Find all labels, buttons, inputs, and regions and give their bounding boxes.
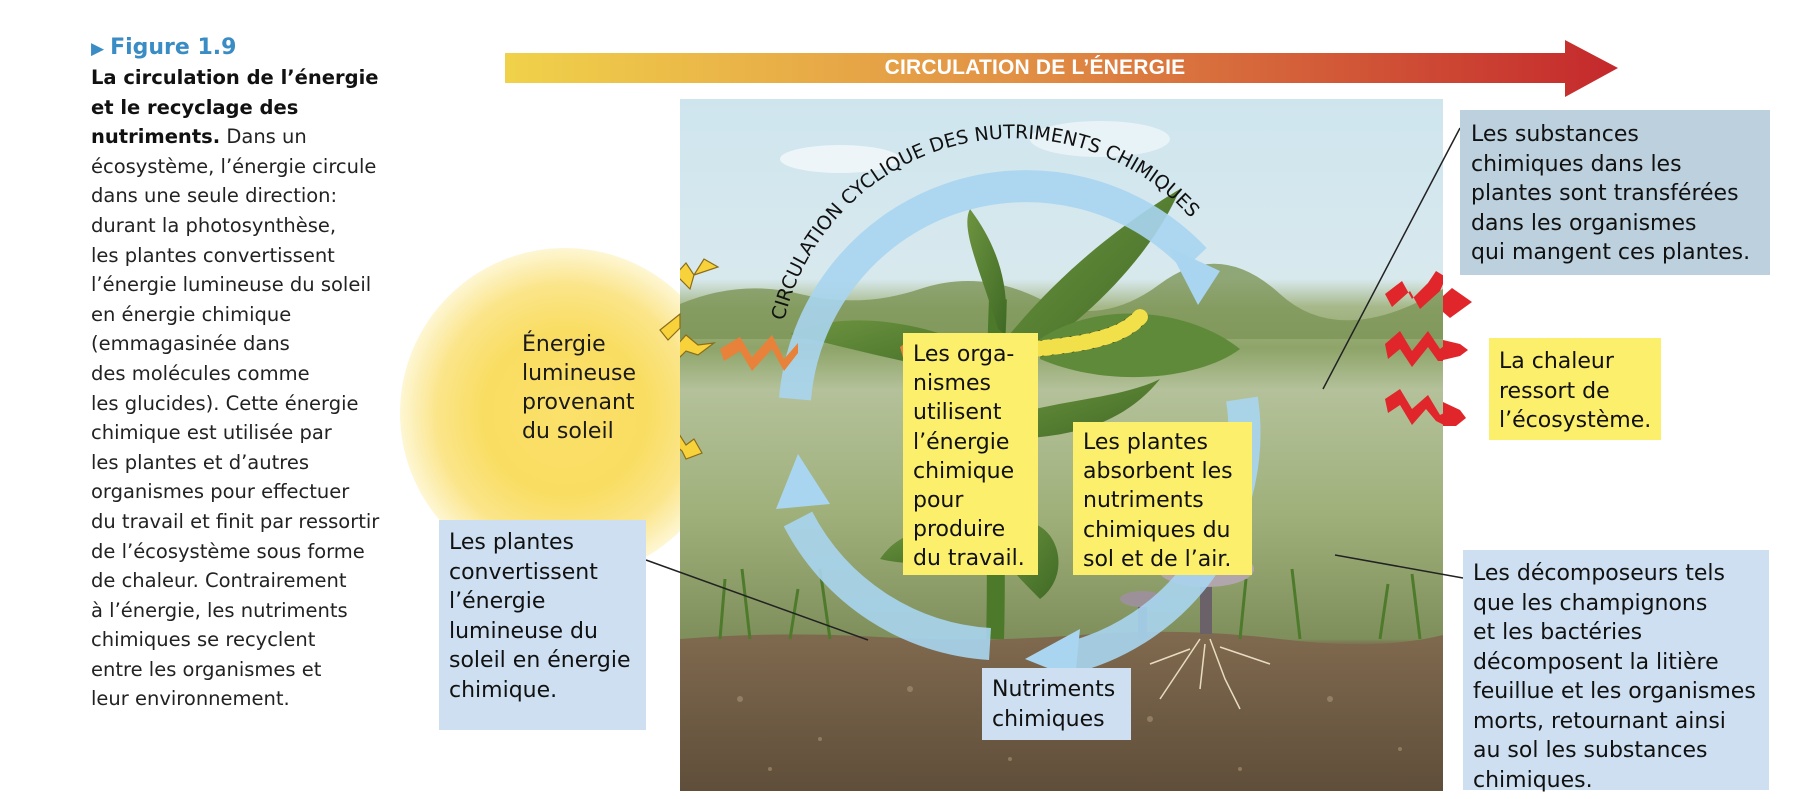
sun-label-line: lumineuse xyxy=(522,361,637,386)
roots xyxy=(1149,638,1271,710)
caterpillar xyxy=(1027,309,1148,357)
figure-caption: ▶Figure 1.9 La circulation de l’énergie … xyxy=(91,34,421,714)
label-line: La chaleur xyxy=(1499,349,1614,374)
label-line: morts, retournant ainsi xyxy=(1473,708,1726,734)
plant-leaf xyxy=(967,209,1007,334)
label-line: Nutriments xyxy=(992,677,1116,702)
heat-arrow-tips xyxy=(1443,288,1472,426)
energy-flow-label: CIRCULATION DE L’ÉNERGIE xyxy=(884,56,1186,79)
caption-body-line: du travail et finit par ressortir xyxy=(91,509,380,533)
caption-body-line: entre les organismes et xyxy=(91,657,322,681)
caption-body: écosystème, l’énergie circule dans une se… xyxy=(91,152,421,714)
label-plants-absorb: Les plantes absorbent les nutriments chimiq… xyxy=(1073,422,1252,575)
caption-body-line: chimique est utilisée par xyxy=(91,421,332,445)
label-line: nutriments xyxy=(1083,488,1204,514)
cloud xyxy=(1030,121,1170,157)
label-line: décomposent la litière xyxy=(1473,649,1719,675)
caption-body-line: organismes pour effectuer xyxy=(91,480,350,504)
caption-body-line: des molécules comme xyxy=(91,361,310,385)
soil-texture xyxy=(737,686,1402,771)
label-line: feuillue et les organismes xyxy=(1473,679,1756,704)
label-decomposers: Les décomposeurs tels que les champignons… xyxy=(1463,550,1769,793)
label-organisms-use-energy: Les orga-nismes utilisent l’énergie chimiqu… xyxy=(903,333,1038,575)
caption-title-line: nutriments. xyxy=(91,125,221,149)
caterpillar-leaf xyxy=(1040,313,1240,378)
caption-body-line: (emmagasinée dans xyxy=(91,332,290,356)
right-triangle-icon: ▶ xyxy=(91,39,105,59)
caption-body-line: chimiques se recyclent xyxy=(91,628,316,652)
caption-body-line: l’énergie lumineuse du soleil xyxy=(91,273,372,297)
label-plants-convert: Les plantes convertissent l’énergie lumineu… xyxy=(439,520,646,730)
caption-body-line: à l’énergie, les nutriments xyxy=(91,598,348,622)
caption-body-line: dans une seule direction: xyxy=(91,184,338,208)
label-line: dans les organismes xyxy=(1471,210,1697,236)
cloud xyxy=(780,145,900,173)
label-line: chimiques du xyxy=(1083,517,1231,543)
label-line: chimique xyxy=(913,458,1015,484)
label-line: chimiques xyxy=(992,706,1105,732)
label-line: et les bactéries xyxy=(1473,620,1643,645)
label-heat-leaves: La chaleur ressort de l’écosystème. xyxy=(1489,338,1661,440)
label-substances-transferred: Les substances chimiques dans les plantes … xyxy=(1460,110,1770,275)
label-line: que les champignons xyxy=(1473,590,1708,616)
label-chemical-nutrients: Nutriments chimiques xyxy=(982,668,1131,740)
label-line: chimique. xyxy=(449,677,558,703)
label-line: Les plantes xyxy=(449,530,574,555)
energy-flow-arrow xyxy=(505,40,1618,97)
caption-body-line: les glucides). Cette énergie xyxy=(91,391,359,415)
sun-label-line: du soleil xyxy=(522,419,614,444)
label-line: l’énergie xyxy=(913,429,1010,455)
caption-body-line: les plantes convertissent xyxy=(91,243,335,267)
caption-title-line: La circulation de l’énergie xyxy=(91,66,379,89)
light-energy-arrows xyxy=(680,258,720,460)
label-line: chimiques dans les xyxy=(1471,151,1682,177)
caption-body-line: de l’écosystème sous forme xyxy=(91,539,365,563)
plant-leaf xyxy=(998,379,1160,439)
caption-title-line: et le recyclage des xyxy=(91,95,299,119)
label-line: l’énergie xyxy=(449,589,546,614)
label-line: produire xyxy=(913,517,1006,543)
caption-body-line: durant la photosynthèse, xyxy=(91,213,337,237)
caption-body-line: les plantes et d’autres xyxy=(91,450,309,474)
label-line: au sol les substances xyxy=(1473,738,1708,763)
figure-label: ▶Figure 1.9 xyxy=(91,34,421,63)
label-line: plantes sont transférées xyxy=(1471,181,1739,206)
label-line: Les plantes xyxy=(1083,430,1208,455)
label-line: utilisent xyxy=(913,400,1002,426)
sun-label-line: provenant xyxy=(522,390,635,415)
caption-body-line: de chaleur. Contrairement xyxy=(91,569,347,593)
figure-number: Figure 1.9 xyxy=(110,35,237,60)
label-line: l’écosystème. xyxy=(1499,408,1652,433)
label-line: lumineuse du xyxy=(449,618,598,644)
label-line: qui mangent ces plantes. xyxy=(1471,240,1751,265)
label-line: pour xyxy=(913,488,964,514)
tree-line xyxy=(680,263,1443,339)
label-line: Les décomposeurs tels xyxy=(1473,561,1725,586)
label-line: Les substances xyxy=(1471,122,1639,147)
caption-body-line: Dans un xyxy=(226,125,307,149)
label-line: chimiques. xyxy=(1473,767,1593,793)
label-line: Les orga- xyxy=(913,342,1015,367)
plant-leaf xyxy=(998,189,1180,374)
label-line: soleil en énergie xyxy=(449,648,631,673)
sun-energy-label: Énergie lumineuse provenant du soleil xyxy=(522,330,636,446)
label-line: convertissent xyxy=(449,559,598,585)
caption-body-line: en énergie chimique xyxy=(91,302,292,326)
label-line: sol et de l’air. xyxy=(1083,546,1232,572)
label-line: nismes xyxy=(913,371,991,397)
sun-label-line: Énergie xyxy=(522,332,606,357)
label-line: du travail. xyxy=(913,546,1025,572)
caption-body-line: écosystème, l’énergie circule xyxy=(91,154,377,178)
caption-body-line: leur environnement. xyxy=(91,687,290,711)
label-line: absorbent les xyxy=(1083,459,1233,485)
label-line: ressort de xyxy=(1499,378,1610,404)
